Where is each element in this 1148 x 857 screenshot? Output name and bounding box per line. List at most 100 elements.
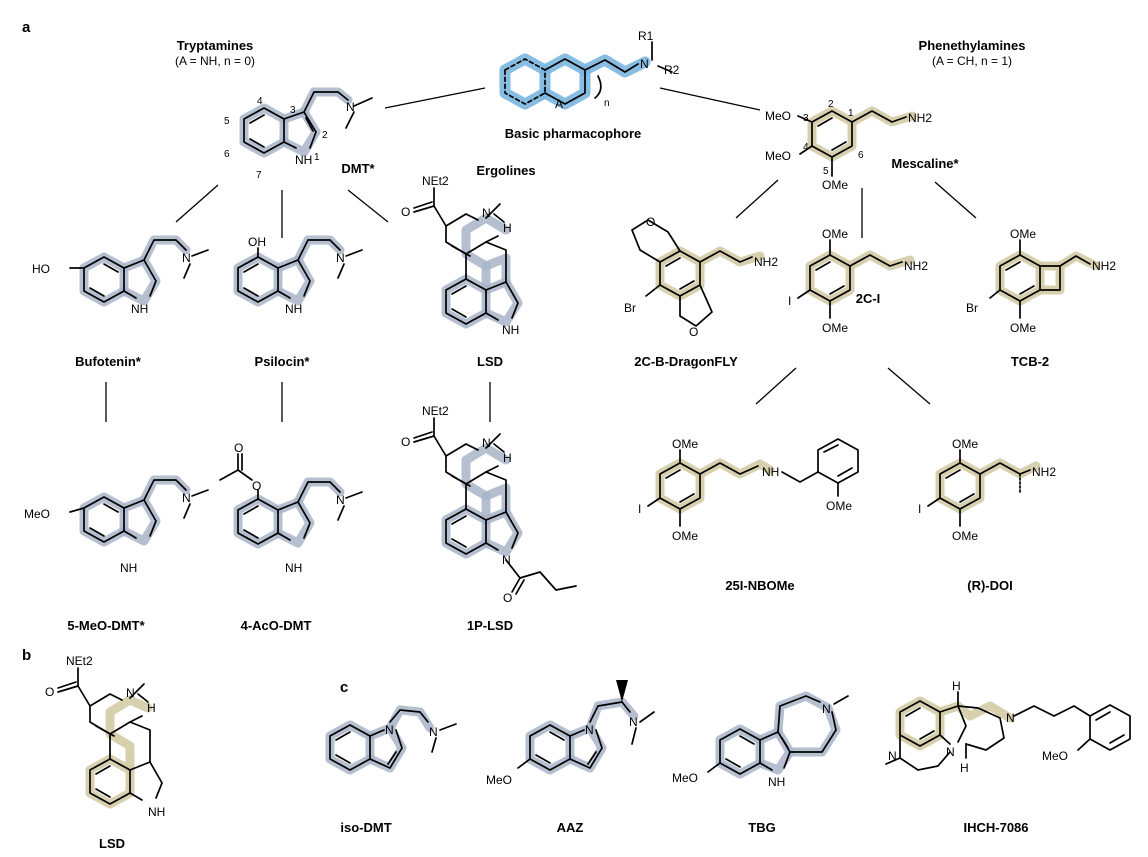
pharmacophore-structure: N R1 R2 A n	[499, 29, 680, 111]
tryptamines-heading: Tryptamines	[177, 38, 254, 53]
bufotenin-structure: HO NH N	[32, 235, 209, 316]
lsd-neet2: NEt2	[422, 174, 449, 188]
c2i-structure: OMe OMe I NH2	[788, 227, 928, 335]
tcb2-label: TCB-2	[1011, 354, 1049, 369]
psilocin-structure: OH NH N	[233, 235, 363, 316]
tbg-meo: MeO	[672, 771, 698, 785]
lsd-b-structure: NEt2 O N H NH	[45, 654, 165, 819]
nbome-structure: OMe OMe I NH OMe	[638, 437, 859, 543]
acodmt-n: N	[336, 493, 345, 507]
doi-ome-top: OMe	[952, 437, 978, 451]
dmt-structure: NH N 1 2 3 4 5 6 7	[224, 87, 373, 181]
dmt-ring-number-1: 1	[314, 152, 320, 163]
pharmacophore-n: N	[640, 57, 649, 71]
lsd-b-o: O	[45, 685, 54, 699]
isodmt-n1: N	[385, 723, 394, 737]
ihch-h-top: H	[952, 679, 961, 693]
mescaline-ring-number-2: 2	[828, 99, 834, 110]
lsd-b-nh: NH	[148, 805, 165, 819]
panel-c-label: c	[340, 679, 348, 696]
dmt-ring-number-7: 7	[256, 170, 262, 181]
p1lsd-label: 1P-LSD	[467, 618, 513, 633]
lsd-label: LSD	[477, 354, 503, 369]
c2i-nh2: NH2	[904, 259, 928, 273]
panel-b-label: b	[22, 647, 31, 664]
c2i-label: 2C-I	[856, 291, 881, 306]
tcb2-nh2: NH2	[1092, 259, 1116, 273]
lsd-nh: NH	[502, 323, 519, 337]
tcb2-structure: OMe OMe Br NH2	[966, 227, 1116, 335]
mescaline-ring-number-4: 4	[803, 142, 809, 153]
ihch-structure: H H N N N MeO	[885, 679, 1131, 775]
psilocin-oh: OH	[248, 235, 266, 249]
mescaline-label: Mescaline*	[891, 156, 959, 171]
meodmt-n: N	[182, 491, 191, 505]
nbome-label: 25I-NBOMe	[725, 578, 794, 593]
nbome-ome-top: OMe	[672, 437, 698, 451]
isodmt-label: iso-DMT	[340, 820, 391, 835]
dmt-ring-number-5: 5	[224, 116, 230, 127]
ihch-label: IHCH-7086	[963, 820, 1028, 835]
tcb2-ome-bottom: OMe	[1010, 321, 1036, 335]
p1lsd-o-amide: O	[401, 435, 410, 449]
aaz-structure: N N MeO	[486, 680, 655, 787]
lsd-o: O	[401, 205, 410, 219]
doi-ome-bottom: OMe	[952, 529, 978, 543]
isodmt-n: N	[429, 725, 438, 739]
bufotenin-ho: HO	[32, 262, 50, 276]
dmt-label: DMT*	[341, 161, 375, 176]
pharmacophore-n-subscript: n	[604, 98, 610, 109]
ihch-meo: MeO	[1042, 749, 1068, 763]
dragonfly-o-bottom: O	[689, 325, 698, 339]
p1lsd-h: H	[503, 451, 512, 465]
doi-structure: OMe OMe I NH2	[918, 437, 1056, 543]
nbome-i: I	[638, 502, 641, 516]
mescaline-ring-number-6: 6	[858, 150, 864, 161]
dragonfly-br: Br	[624, 301, 636, 315]
mescaline-ring-number-1: 1	[848, 108, 854, 119]
mescaline-structure: NH2 MeO MeO OMe 1 2 3 4 5 6	[765, 99, 932, 192]
p1lsd-n1: N	[502, 553, 511, 567]
meodmt-meo: MeO	[24, 507, 50, 521]
mescaline-ring-number-5: 5	[823, 166, 829, 177]
mescaline-ome-5: OMe	[822, 178, 848, 192]
tbg-nh: NH	[768, 775, 785, 789]
lsd-b-neet2: NEt2	[66, 654, 93, 668]
pharmacophore-r2: R2	[664, 63, 680, 77]
tryptamines-definition: (A = NH, n = 0)	[175, 54, 255, 68]
doi-label: (R)-DOI	[967, 578, 1013, 593]
dragonfly-o-top: O	[646, 215, 655, 229]
bufotenin-n: N	[182, 251, 191, 265]
meodmt-structure: MeO NH N	[24, 475, 209, 575]
psilocin-label: Psilocin*	[255, 354, 311, 369]
p1lsd-n6: N	[482, 436, 491, 450]
aaz-n: N	[629, 715, 638, 729]
nbome-nh: NH	[762, 465, 779, 479]
ihch-n-ring: N	[946, 745, 955, 759]
tbg-label: TBG	[748, 820, 775, 835]
p1lsd-neet2: NEt2	[422, 404, 449, 418]
bufotenin-label: Bufotenin*	[75, 354, 142, 369]
nbome-ome-bottom: OMe	[672, 529, 698, 543]
tbg-structure: NH N MeO	[672, 691, 849, 789]
doi-nh2: NH2	[1032, 465, 1056, 479]
tcb2-ome-top: OMe	[1010, 227, 1036, 241]
acodmt-structure: O O NH N	[219, 441, 363, 575]
mescaline-ring-number-3: 3	[803, 113, 809, 124]
phenethylamines-definition: (A = CH, n = 1)	[932, 54, 1012, 68]
acodmt-o-carbonyl: O	[234, 441, 243, 455]
lsd-b-n6: N	[126, 686, 135, 700]
pharmacophore-label: Basic pharmacophore	[505, 126, 642, 141]
lsd-b-label: LSD	[99, 836, 125, 851]
c2i-ome-top: OMe	[822, 227, 848, 241]
dragonfly-nh2: NH2	[754, 255, 778, 269]
acodmt-label: 4-AcO-DMT	[241, 618, 312, 633]
mescaline-meo-4: MeO	[765, 149, 791, 163]
dragonfly-structure: O O Br NH2	[624, 215, 778, 339]
p1lsd-structure: NEt2 O N H N O	[401, 404, 577, 605]
lsd-n6: N	[482, 206, 491, 220]
dmt-ring-number-6: 6	[224, 149, 230, 160]
dragonfly-label: 2C-B-DragonFLY	[634, 354, 738, 369]
dmt-ring-number-2: 2	[322, 130, 328, 141]
